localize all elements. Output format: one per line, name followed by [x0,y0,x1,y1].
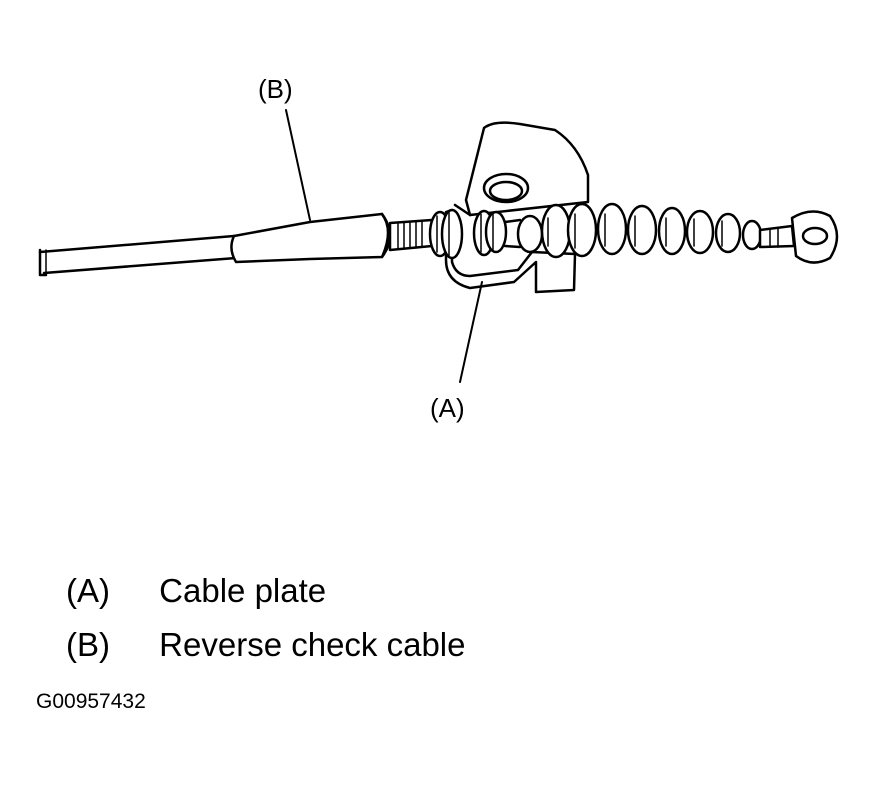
figure-id: G00957432 [36,690,146,713]
legend-label-a: Cable plate [159,572,327,609]
threaded-fitting [388,218,434,252]
callout-label-b: (B) [258,74,293,104]
legend-key-a: (A) [66,572,110,609]
callout-label-a: (A) [430,393,465,423]
leader-line-a [459,281,483,383]
lock-nuts [428,208,508,260]
legend-key-b: (B) [66,626,110,663]
leader-line-b [285,109,311,221]
cable-plate [444,121,590,294]
legend-row-a: (A) Cable plate [66,574,326,607]
cable-sheath [230,212,390,264]
rubber-boot [503,202,763,259]
legend-label-b: Reverse check cable [159,626,466,663]
rod-eye-end [758,210,839,264]
legend-row-b: (B) Reverse check cable [66,628,466,661]
inner-cable [38,234,238,277]
